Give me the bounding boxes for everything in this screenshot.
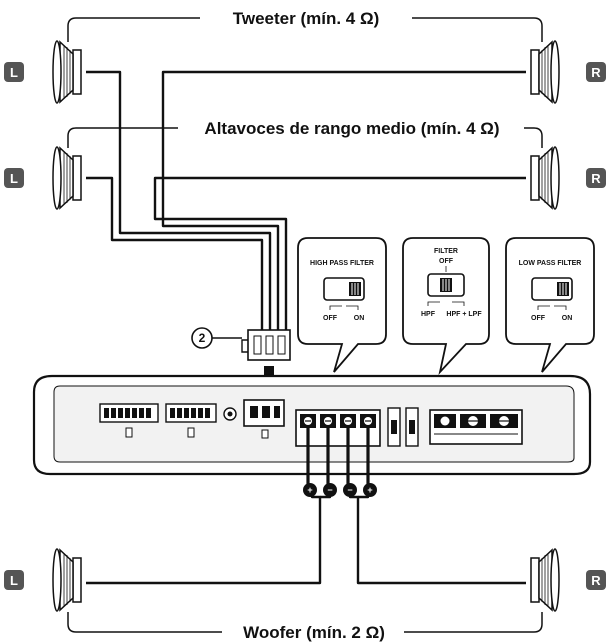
midrange-label: Altavoces de rango medio (mín. 4 Ω): [204, 119, 499, 138]
right-badge-midrange: R: [586, 168, 606, 188]
svg-text:OFF: OFF: [439, 258, 454, 265]
svg-text:HIGH PASS FILTER: HIGH PASS FILTER: [310, 260, 374, 267]
svg-text:ON: ON: [562, 315, 573, 322]
tweeter-bracket: [67, 17, 543, 42]
svg-text:OFF: OFF: [531, 315, 546, 322]
speaker-output-socket: [243, 399, 285, 439]
svg-text:R: R: [591, 171, 601, 186]
right-tweeter-speaker: [530, 40, 560, 104]
left-badge-midrange: L: [4, 168, 24, 188]
input-connector-1: [99, 403, 159, 438]
left-badge-tweeter: L: [4, 62, 24, 82]
svg-text:L: L: [10, 171, 18, 186]
power-terminal-block: [429, 409, 523, 445]
svg-text:R: R: [591, 65, 601, 80]
woofer-bracket: [67, 612, 543, 633]
filter-mode-callout: FILTER OFF HPF HPF + LPF: [402, 237, 490, 376]
terminal-wires: [306, 428, 370, 484]
midrange-bracket: [67, 127, 543, 148]
svg-text:ON: ON: [354, 315, 365, 322]
amp-switch-slots: [387, 407, 419, 447]
left-woofer-speaker: [52, 548, 82, 612]
woofer-terminal-block: [295, 409, 381, 447]
tweeter-label: Tweeter (mín. 4 Ω): [233, 9, 380, 28]
right-midrange-speaker: [530, 146, 560, 210]
svg-text:LOW PASS FILTER: LOW PASS FILTER: [519, 260, 582, 267]
woofer-label: Woofer (mín. 2 Ω): [243, 623, 385, 642]
left-badge-woofer: L: [4, 570, 24, 590]
polarity-markers: + − − +: [303, 483, 377, 497]
svg-text:R: R: [591, 573, 601, 588]
low-pass-filter-callout: LOW PASS FILTER OFF ON: [505, 237, 595, 373]
status-led: [223, 407, 237, 421]
connector-plug: [241, 329, 291, 361]
svg-text:+: +: [367, 485, 372, 495]
high-pass-filter-callout: HIGH PASS FILTER OFF ON: [297, 237, 387, 373]
input-connector-2: [165, 403, 217, 438]
svg-text:HPF: HPF: [421, 311, 436, 318]
left-tweeter-speaker: [52, 40, 82, 104]
left-midrange-speaker: [52, 146, 82, 210]
svg-text:L: L: [10, 573, 18, 588]
svg-text:OFF: OFF: [323, 315, 338, 322]
right-badge-tweeter: R: [586, 62, 606, 82]
svg-text:+: +: [307, 485, 312, 495]
svg-text:2: 2: [199, 331, 206, 345]
right-woofer-speaker: [530, 548, 560, 612]
right-badge-woofer: R: [586, 570, 606, 590]
svg-text:FILTER: FILTER: [434, 248, 458, 255]
svg-text:−: −: [347, 485, 352, 495]
svg-text:HPF + LPF: HPF + LPF: [446, 311, 482, 318]
svg-text:−: −: [327, 485, 332, 495]
step-number-badge: 2: [191, 327, 242, 349]
svg-text:L: L: [10, 65, 18, 80]
